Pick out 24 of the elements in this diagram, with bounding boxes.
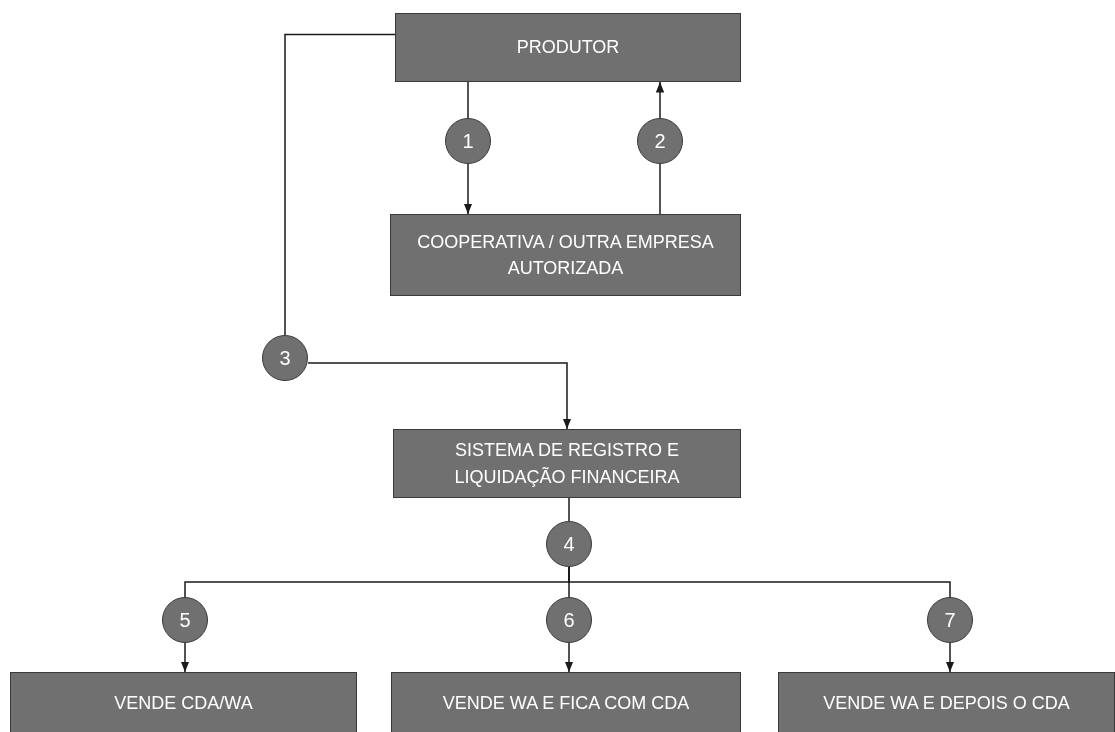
- step-number-circle: 5: [162, 597, 208, 643]
- process-box: VENDE WA E FICA COM CDA: [391, 672, 741, 732]
- step-number-circle: 6: [546, 597, 592, 643]
- step-number-circle: 1: [445, 118, 491, 164]
- connector-line: [568, 566, 951, 598]
- process-box: PRODUTOR: [395, 13, 741, 82]
- process-box: VENDE CDA/WA: [10, 672, 357, 732]
- step-number-circle: 2: [637, 118, 683, 164]
- arrow: [945, 642, 955, 673]
- arrow: [463, 163, 473, 215]
- arrow: [307, 362, 572, 430]
- arrow: [655, 81, 665, 119]
- step-number-circle: 3: [262, 335, 308, 381]
- arrow: [180, 642, 190, 673]
- step-number-circle: 7: [927, 597, 973, 643]
- arrow: [564, 642, 574, 673]
- process-box: SISTEMA DE REGISTRO E LIQUIDAÇÃO FINANCEIRA: [393, 429, 741, 498]
- connector-line: [284, 33, 396, 336]
- process-box: VENDE WA E DEPOIS O CDA: [778, 672, 1115, 732]
- connector-line: [568, 497, 570, 522]
- connector-line: [467, 81, 469, 119]
- process-box: COOPERATIVA / OUTRA EMPRESA AUTORIZADA: [390, 214, 741, 296]
- step-number-circle: 4: [546, 521, 592, 567]
- connector-line: [659, 163, 661, 215]
